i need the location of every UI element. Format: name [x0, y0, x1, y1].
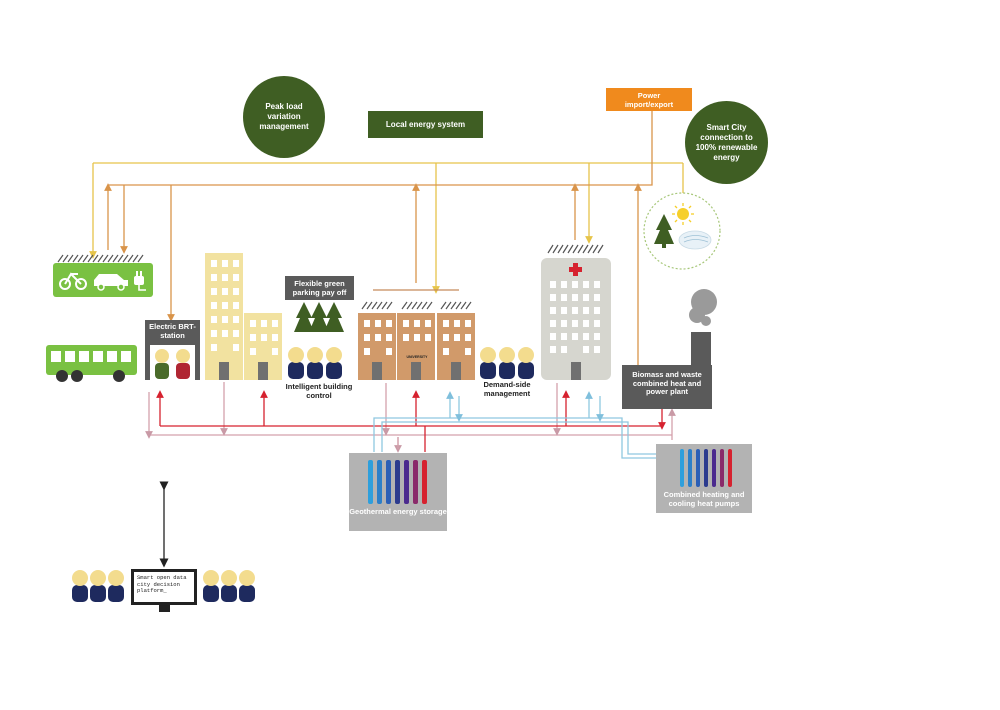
bicycle-icon: [59, 272, 87, 290]
university-sign: UNIVERSITY: [406, 355, 428, 359]
flexible-parking-label: Flexible green parking pay off: [292, 279, 347, 297]
geothermal-storage: [349, 453, 447, 531]
power-plant: [622, 289, 717, 409]
platform-monitor: [131, 569, 197, 612]
red-supply-lines: [156, 390, 666, 452]
red-cross-icon: [569, 263, 582, 276]
heat-pumps-label: Combined heating and cooling heat pumps: [663, 490, 745, 508]
brt-station: [145, 320, 200, 380]
people-group-left: [72, 570, 124, 602]
people-group-right: [203, 570, 255, 602]
sun-icon: [672, 203, 694, 225]
hospital-building: [541, 244, 611, 380]
people-group-intelligent: [288, 347, 342, 379]
peak-load-circle: Peak load variation management: [243, 76, 325, 158]
tree-icon: [654, 214, 674, 248]
power-import-box: Power import/export: [606, 88, 692, 111]
geothermal-label: Geothermal energy storage: [349, 507, 447, 516]
person-figure: [155, 349, 169, 379]
local-energy-box: Local energy system: [368, 111, 483, 138]
renewable-sources: [643, 192, 721, 270]
people-group-demand-side: [480, 347, 534, 379]
flexible-parking-box: Flexible green parking pay off: [285, 276, 354, 300]
person-figure: [176, 349, 190, 379]
residential-tower-short: [244, 313, 282, 380]
smart-city-label: Smart City connection to 100% renewable …: [695, 122, 758, 162]
smart-buildings: [358, 301, 475, 380]
demand-side-label: Demand-side management: [483, 380, 531, 398]
biomass-label: Biomass and waste combined heat and powe…: [632, 370, 702, 397]
intelligent-building-label: Intelligent building control: [285, 382, 353, 400]
power-import-label: Power import/export: [624, 90, 674, 109]
yellow-distribution-lines: [89, 162, 687, 294]
blue-cooling-lines: [373, 391, 656, 459]
platform-screen-text: Smart open data city decision platform_: [137, 574, 187, 595]
orange-distribution-lines: [104, 111, 653, 365]
car-icon: [94, 274, 128, 291]
cloud-icon: [678, 230, 712, 250]
ev-plug-icon: [134, 271, 146, 291]
smoke-icon: [689, 289, 717, 326]
local-energy-label: Local energy system: [385, 120, 466, 129]
ev-charging-station: [53, 254, 153, 297]
electric-bus: [46, 345, 137, 382]
residential-tower-tall: [205, 253, 243, 380]
brt-station-label: Electric BRT-station: [149, 322, 196, 340]
heat-pumps: [656, 444, 752, 513]
peak-load-label: Peak load variation management: [259, 102, 309, 131]
pink-return-lines: [145, 382, 676, 453]
tree-icon: [294, 302, 344, 332]
smart-city-circle: Smart City connection to 100% renewable …: [685, 101, 768, 184]
